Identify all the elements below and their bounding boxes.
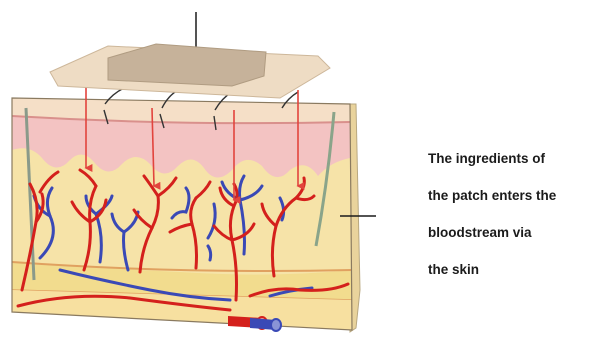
caption-line-2: the patch enters the — [428, 187, 588, 224]
transdermal-patch — [50, 44, 330, 98]
caption-text: The ingredients of the patch enters the … — [428, 150, 588, 298]
caption-line-1: The ingredients of — [428, 150, 588, 187]
caption-line-3: bloodstream via — [428, 224, 588, 261]
caption-line-4: the skin — [428, 261, 588, 298]
